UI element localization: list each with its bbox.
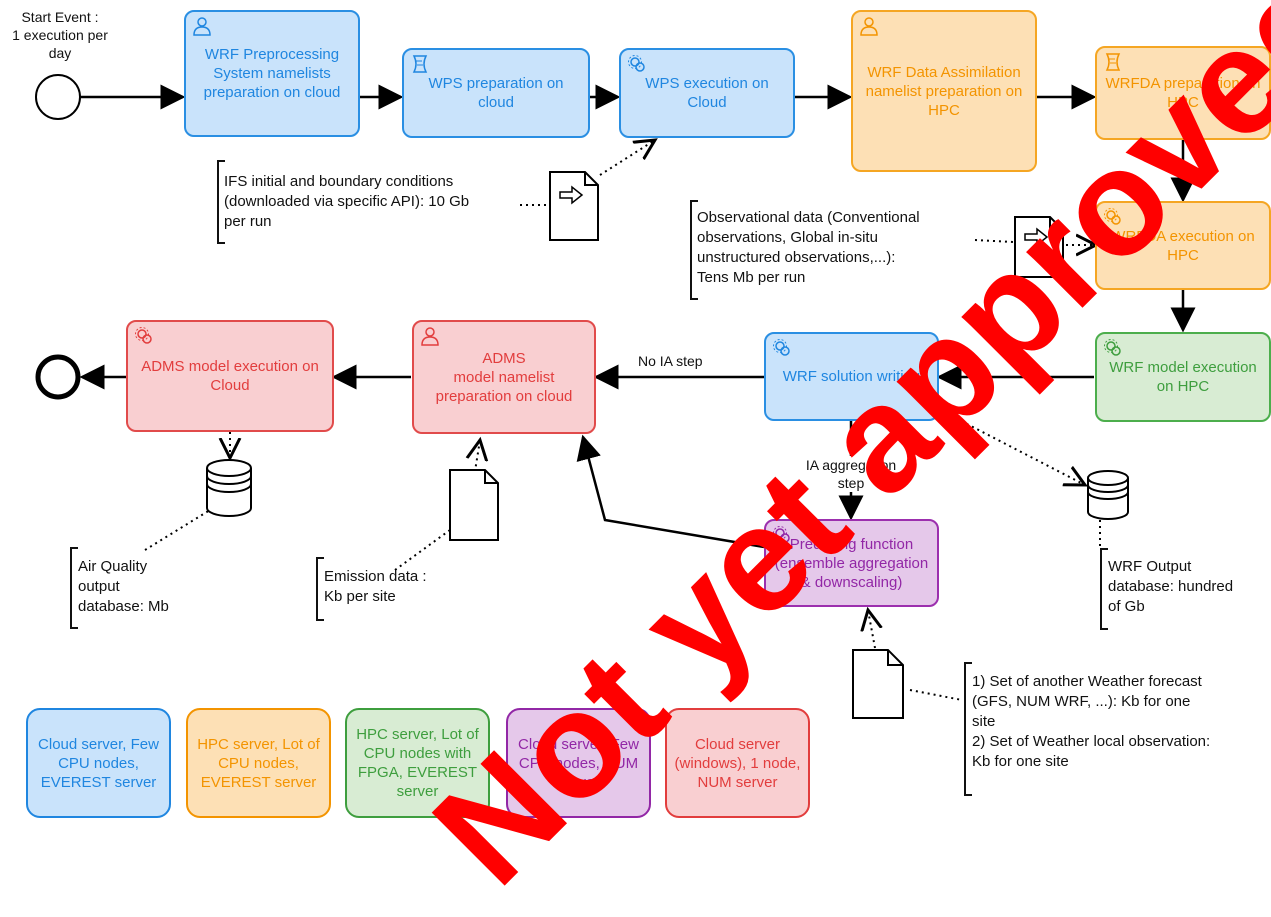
annotation-bracket	[964, 662, 972, 796]
task-label: ADMS model execution on Cloud	[141, 358, 319, 394]
task-label: WRF Preprocessing System namelists prepa…	[203, 46, 341, 101]
gear-icon	[135, 327, 152, 344]
legend-item-cloud-num: Cloud server, Few CPU nodes, NUM server	[506, 708, 651, 818]
document-icon	[449, 469, 499, 541]
database-icon	[1087, 470, 1129, 520]
legend-item-hpc-fpga: HPC server, Lot of CPU nodes with FPGA, …	[345, 708, 490, 818]
task-wrfda-preparation[interactable]: WRFDA preparation on HPC	[1095, 46, 1271, 140]
task-wrfda-namelist[interactable]: WRF Data Assimilation namelist preparati…	[851, 10, 1037, 172]
legend-label: Cloud server, Few CPU nodes, EVEREST ser…	[38, 735, 159, 791]
assoc-obs-note	[974, 239, 1014, 243]
task-wrf-solution[interactable]: WRF solution writing	[764, 332, 939, 421]
annotation-observational: Observational data (Conventional observa…	[697, 209, 920, 286]
user-icon	[860, 17, 878, 36]
task-adms-namelist[interactable]: ADMS model namelist preparation on cloud	[412, 320, 596, 434]
user-icon	[421, 327, 439, 346]
gear-icon	[1104, 339, 1121, 356]
assoc-forecast-note	[909, 689, 963, 701]
annotation-ifs: IFS initial and boundary conditions (dow…	[224, 173, 470, 230]
annotation-bracket	[70, 547, 78, 629]
gear-icon	[628, 55, 645, 72]
legend-item-cloud-windows: Cloud server (windows), 1 node, NUM serv…	[665, 708, 810, 818]
gear-icon	[773, 526, 790, 543]
document-icon	[852, 649, 904, 719]
document-icon	[1014, 216, 1064, 278]
task-label: WRFDA preparation on HPC	[1105, 75, 1261, 111]
task-label: WRFDA execution on HPC	[1111, 227, 1255, 264]
annotation-bracket	[690, 200, 698, 300]
start-event-label: Start Event : 1 execution per day	[12, 9, 108, 61]
task-label: WPS preparation on cloud	[428, 75, 564, 111]
annotation-bracket	[316, 557, 324, 621]
script-icon	[412, 55, 428, 73]
annotation-air-quality: Air Quality output database: Mb	[78, 558, 169, 615]
database-icon	[206, 459, 252, 517]
task-wps-namelists[interactable]: WRF Preprocessing System namelists prepa…	[184, 10, 360, 137]
annotation-emission: Emission data : Kb per site	[324, 568, 427, 605]
task-label: WRF Data Assimilation namelist preparati…	[865, 63, 1023, 119]
task-label: ADMS model namelist preparation on cloud	[435, 349, 573, 405]
start-event	[35, 74, 81, 120]
end-event	[35, 354, 81, 400]
task-wps-execution[interactable]: WPS execution on Cloud	[619, 48, 795, 138]
legend-item-cloud-everest: Cloud server, Few CPU nodes, EVEREST ser…	[26, 708, 171, 818]
annotation-forecast-sets: 1) Set of another Weather forecast (GFS,…	[972, 673, 1211, 770]
legend-label: Cloud server (windows), 1 node, NUM serv…	[674, 735, 801, 791]
legend-label: Cloud server, Few CPU nodes, NUM server	[518, 735, 639, 791]
assoc-ifs-to-wps-exec	[599, 140, 655, 176]
task-label: WPS execution on Cloud	[645, 75, 769, 111]
task-wrf-model[interactable]: WRF model execution on HPC	[1095, 332, 1271, 422]
flow-connectors	[35, 74, 1196, 719]
script-icon	[1105, 53, 1121, 71]
assoc-air-quality-note	[144, 509, 211, 551]
user-icon	[193, 17, 211, 36]
flow-label-ia-aggregation: IA aggregation step	[795, 456, 907, 492]
flow-predicting-to-adms-namelist	[576, 434, 765, 549]
legend-label: HPC server, Lot of CPU nodes, EVEREST se…	[197, 735, 320, 791]
task-label: WRF solution writing	[782, 368, 921, 385]
annotation-wrf-output: WRF Output database: hundred of Gb	[1108, 558, 1234, 615]
document-icon	[549, 171, 599, 241]
assoc-emission-note	[394, 529, 451, 571]
task-predicting[interactable]: Predicting function (ensemble aggregatio…	[764, 519, 939, 607]
gear-icon	[1104, 208, 1121, 225]
task-adms-execution[interactable]: ADMS model execution on Cloud	[126, 320, 334, 432]
task-wps-preparation[interactable]: WPS preparation on cloud	[402, 48, 590, 138]
flow-label-no-ia: No IA step	[638, 352, 703, 370]
annotation-bracket	[217, 160, 225, 244]
gear-icon	[773, 339, 790, 356]
task-label: Predicting function (ensemble aggregatio…	[774, 535, 929, 591]
task-label: WRF model execution on HPC	[1109, 359, 1257, 395]
annotation-bracket	[1100, 548, 1108, 630]
assoc-forecast-to-predicting	[868, 610, 875, 649]
legend-label: HPC server, Lot of CPU nodes with FPGA, …	[356, 726, 479, 800]
legend-item-hpc-cpu: HPC server, Lot of CPU nodes, EVEREST se…	[186, 708, 331, 818]
task-wrfda-execution[interactable]: WRFDA execution on HPC	[1095, 201, 1271, 290]
assoc-emission-to-adms	[472, 440, 480, 491]
assoc-solution-to-wrf-db	[939, 409, 1085, 485]
